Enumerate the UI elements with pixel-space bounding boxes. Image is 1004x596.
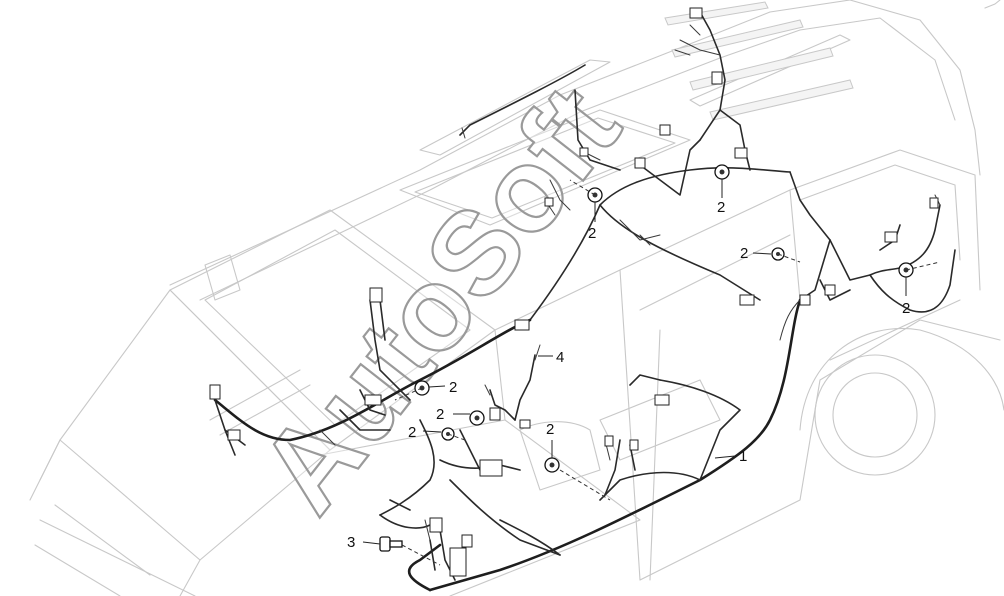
callout-2-floor: 2 <box>546 421 554 438</box>
main-floor-harness <box>428 298 802 592</box>
vehicle-body-outline <box>29 0 1004 596</box>
callout-2-roof-right: 2 <box>717 199 725 216</box>
watermark: AutoSoft <box>233 61 646 537</box>
bolt-3 <box>379 536 403 552</box>
connectors <box>209 7 939 577</box>
dashed-install-lines <box>394 179 941 566</box>
roof-harness <box>529 167 791 321</box>
clip-2-floor <box>544 457 560 473</box>
callout-2-rear-pillar: 2 <box>740 245 748 262</box>
clip-2-roof-right <box>714 164 730 180</box>
clip-2-dash-center <box>469 410 485 426</box>
callout-2-upper-center: 2 <box>588 225 596 242</box>
callout-3: 3 <box>347 534 355 551</box>
callout-4: 4 <box>556 349 564 366</box>
callout-2-dash-center: 2 <box>436 406 444 423</box>
callout-labels: 1 2 2 2 2 2 2 2 2 3 4 <box>347 199 910 551</box>
callout-1: 1 <box>739 448 747 465</box>
leader-lines <box>362 179 907 545</box>
callout-2-rear-right: 2 <box>902 300 910 317</box>
callout-2-dash-left: 2 <box>449 379 457 396</box>
callout-2-dash-lower: 2 <box>408 424 416 441</box>
watermark-text: AutoSoft <box>234 62 645 536</box>
wiring-harness <box>213 11 956 592</box>
